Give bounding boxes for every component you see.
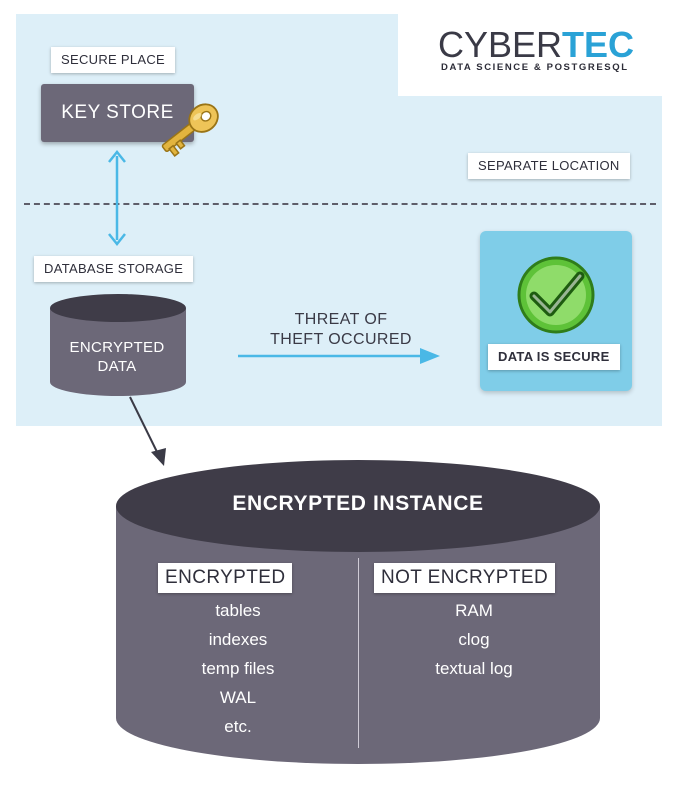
list-item: WAL xyxy=(219,688,257,707)
location-divider xyxy=(24,203,656,205)
encrypted-data-line2: DATA xyxy=(97,358,137,375)
checkmark-icon xyxy=(517,256,595,334)
encrypted-data-cylinder xyxy=(50,294,186,396)
list-item: indexes xyxy=(208,630,268,649)
encrypted-list: tables indexes temp files WAL etc. xyxy=(158,596,318,741)
logo-brand-accent: TEC xyxy=(562,24,635,65)
logo-brand-main: CYBER xyxy=(438,24,563,65)
logo-background xyxy=(398,14,662,96)
not-encrypted-heading: NOT ENCRYPTED xyxy=(374,563,556,593)
threat-arrow xyxy=(238,348,440,364)
data-is-secure-label: DATA IS SECURE xyxy=(488,344,620,370)
instance-arrow xyxy=(129,396,166,466)
list-item: temp files xyxy=(201,659,275,678)
secure-place-label: SECURE PLACE xyxy=(51,47,176,73)
key-exchange-arrow xyxy=(108,149,126,247)
not-encrypted-list: RAM clog textual log xyxy=(394,596,554,683)
threat-label: THREAT OF THEFT OCCURED xyxy=(236,310,446,350)
list-item: clog xyxy=(458,630,490,649)
list-item: tables xyxy=(215,601,261,620)
encrypted-data-text: ENCRYPTED DATA xyxy=(50,338,184,376)
list-item: RAM xyxy=(455,601,493,620)
key-store-box: KEY STORE xyxy=(41,84,194,142)
list-item: textual log xyxy=(435,659,513,678)
threat-line2: THEFT OCCURED xyxy=(270,331,412,348)
threat-line1: THREAT OF xyxy=(294,311,388,328)
list-item: etc. xyxy=(224,717,252,736)
encrypted-heading: ENCRYPTED xyxy=(158,563,293,593)
database-storage-label: DATABASE STORAGE xyxy=(34,256,194,282)
cybertec-logo: CYBERTEC xyxy=(438,24,634,66)
separate-location-label: SEPARATE LOCATION xyxy=(468,153,630,179)
key-icon xyxy=(161,103,219,157)
logo-tagline: DATA SCIENCE & POSTGRESQL xyxy=(441,62,629,73)
encrypted-data-line1: ENCRYPTED xyxy=(69,339,165,356)
column-separator xyxy=(358,558,359,748)
instance-title: ENCRYPTED INSTANCE xyxy=(232,492,484,515)
